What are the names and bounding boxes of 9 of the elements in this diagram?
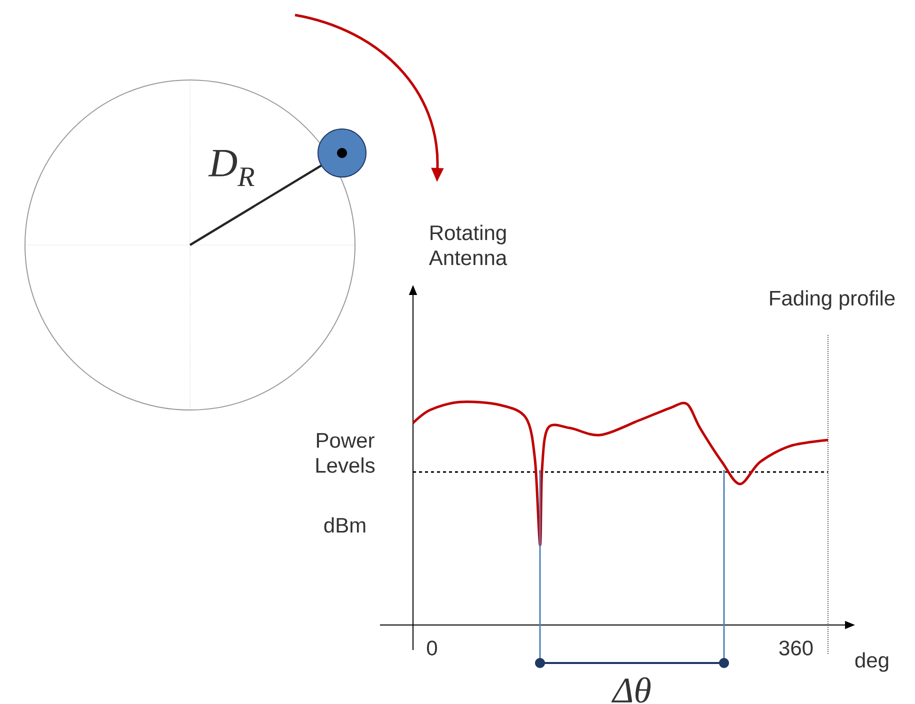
axis-label: Power Levels [316, 433, 375, 473]
profile-label: Fading profile [770, 290, 895, 310]
antenna-label: Rotating Antenna [428, 224, 508, 266]
radius-label: D$_{R}$ [208, 150, 254, 186]
unit-label: dBm [324, 517, 366, 533]
dimension-label: Δθ [611, 677, 651, 703]
tick-label: 360 [779, 640, 813, 656]
tick-label: 0 [426, 640, 438, 656]
axis-label: deg [855, 652, 888, 672]
